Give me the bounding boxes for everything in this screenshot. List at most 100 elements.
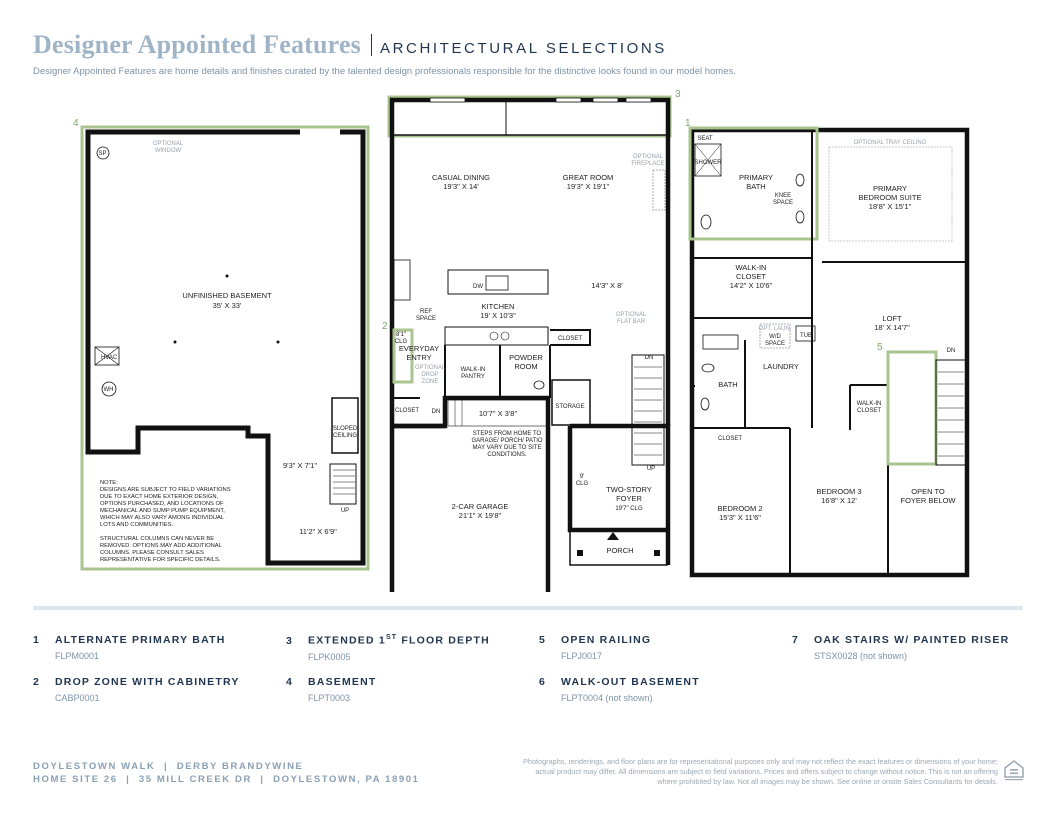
- section-divider: [33, 606, 1023, 610]
- svg-text:WHICH MAY ALSO VARY AMONG INDI: WHICH MAY ALSO VARY AMONG INDIVIDUAL: [100, 515, 225, 521]
- up-first: UP: [647, 466, 655, 472]
- callout-3: 3: [675, 89, 681, 100]
- steps-note-1: STEPS FROM HOME TO: [473, 431, 542, 437]
- optional-window-label-1: OPTIONAL: [153, 141, 184, 147]
- water-heater-label: WH: [104, 387, 114, 393]
- optional-flat-bar-1: OPTIONAL: [616, 312, 647, 318]
- storage-label: STORAGE: [555, 404, 584, 410]
- closet-first-a: CLOSET: [558, 336, 582, 342]
- option-3-code: FLPK0005: [308, 651, 351, 662]
- primary-bath-1: PRIMARY: [739, 173, 773, 182]
- opt-laundry-2: W/D: [769, 334, 781, 340]
- closet-second: CLOSET: [718, 436, 742, 442]
- dims-14: 14'3" X 8': [591, 281, 623, 290]
- basement-up-label: UP: [341, 508, 349, 514]
- option-7-code: STSX0028 (not shown): [814, 651, 908, 661]
- knee-space-1: KNEE: [775, 193, 791, 199]
- option-highlight-extended-depth: [387, 95, 672, 138]
- dn-second: DN: [947, 348, 956, 354]
- unfinished-basement-label: UNFINISHED BASEMENT: [182, 291, 272, 300]
- unfinished-basement-dims: 35' X 33': [213, 301, 242, 310]
- clg-9-2: CLG: [576, 481, 589, 487]
- great-room-label: GREAT ROOM: [563, 173, 614, 182]
- walk-in-closet-b-1: WALK-IN: [857, 401, 882, 407]
- bedroom3-label: BEDROOM 3: [816, 487, 861, 496]
- dn-first-a: DN: [432, 409, 441, 415]
- opt-laundry-1: OPT. LAUN.: [759, 326, 792, 332]
- opt-laundry-3: SPACE: [765, 341, 785, 347]
- powder-room-1: POWDER: [509, 353, 543, 362]
- optional-window-label-2: WINDOW: [155, 148, 182, 154]
- primary-suite-1: PRIMARY: [873, 184, 907, 193]
- option-4-code: FLPT0003: [308, 693, 351, 703]
- option-4-title: BASEMENT: [308, 676, 377, 688]
- svg-text:OPTIONS PURCHASED, AND LOCATIO: OPTIONS PURCHASED, AND LOCATIONS OF: [100, 501, 224, 507]
- svg-text:MECHANICAL AND SUMP PUMP EQUIP: MECHANICAL AND SUMP PUMP EQUIPMENT,: [100, 508, 225, 514]
- equal-housing-icon: [1004, 760, 1024, 781]
- option-highlight-basement: [80, 125, 370, 571]
- option-highlight-open-railing: [886, 350, 938, 466]
- seat-label: SEAT: [697, 136, 713, 142]
- knee-space-2: SPACE: [773, 200, 793, 206]
- option-7-title: OAK STAIRS W/ PAINTED RISER: [814, 634, 1010, 646]
- bedroom2-label: BEDROOM 2: [717, 504, 762, 513]
- everyday-entry-2: ENTRY: [406, 353, 431, 362]
- primary-suite-2: BEDROOM SUITE: [859, 193, 922, 202]
- foyer-dims: 19'7" CLG: [615, 506, 643, 512]
- walk-in-closet-2: CLOSET: [736, 272, 766, 281]
- walk-in-closet-b-2: CLOSET: [857, 408, 881, 414]
- casual-dining-label: CASUAL DINING: [432, 173, 490, 182]
- sloped-ceiling-1: SLOPED: [333, 426, 358, 432]
- sloped-ceiling-2: CEILING: [333, 433, 357, 439]
- footer-line-1: DOYLESTOWN WALK | DERBY BRANDYWINE: [33, 761, 304, 772]
- kitchen-label: KITCHEN: [482, 302, 515, 311]
- clg-81-2: CLG: [395, 339, 408, 345]
- optional-fireplace-1: OPTIONAL: [633, 154, 664, 160]
- basement-walls: [85, 129, 366, 566]
- loft-label: LOFT: [882, 314, 902, 323]
- sump-pump-label: SP: [99, 151, 107, 157]
- dishwasher-label: DW: [473, 284, 483, 290]
- great-room-dims: 19'3" X 19'1": [567, 182, 610, 191]
- walk-in-closet-dims: 14'2" X 10'6": [730, 281, 773, 290]
- footer-line-2: HOME SITE 26 | 35 MILL CREEK DR | DOYLES…: [33, 774, 420, 785]
- callout-5: 5: [877, 342, 883, 353]
- powder-room-2: ROOM: [514, 362, 537, 371]
- garage-label: 2-CAR GARAGE: [452, 502, 509, 511]
- primary-suite-dims: 18'8" X 15'1": [869, 202, 912, 211]
- ref-space-1: REF: [420, 309, 432, 315]
- svg-text:DESIGNS ARE SUBJECT TO FIELD V: DESIGNS ARE SUBJECT TO FIELD VARIATIONS: [100, 487, 231, 493]
- floor-plans: SP HVAC WH OPTIONAL WINDOW UNFINISHED BA…: [73, 89, 970, 592]
- optional-drop-zone-1: OPTIONAL: [415, 365, 446, 371]
- optional-flat-bar-2: FLAT BAR: [617, 319, 646, 325]
- callout-1: 1: [685, 118, 691, 129]
- bedroom2-dims: 15'3" X 11'6": [719, 513, 761, 522]
- intro-text: Designer Appointed Features are home det…: [33, 66, 736, 77]
- laundry-label: LAUNDRY: [763, 362, 799, 371]
- garage-dims: 21'1" X 19'8": [459, 511, 502, 520]
- callout-4: 4: [73, 118, 79, 129]
- loft-dims: 18' X 14'7": [874, 323, 910, 332]
- basement-note: NOTE: DESIGNS ARE SUBJECT TO FIELD VARIA…: [100, 480, 231, 563]
- page-title: Designer Appointed Features: [33, 30, 362, 59]
- clg-81-1: 8'1": [396, 332, 406, 338]
- basement-dims-b: 11'2" X 6'9": [299, 527, 337, 536]
- primary-bath-2: BATH: [746, 182, 765, 191]
- open-to-2: FOYER BELOW: [900, 496, 956, 505]
- steps-note-4: CONDITIONS.: [487, 452, 527, 458]
- hall-dims: 10'7" X 3'8": [479, 409, 518, 418]
- option-highlight-drop-zone: [392, 328, 414, 384]
- walk-in-pantry-1: WALK-IN: [461, 367, 486, 373]
- footer-disclaimer: Photographs, renderings, and floor plans…: [523, 757, 998, 786]
- basement-plan: SP HVAC WH OPTIONAL WINDOW UNFINISHED BA…: [73, 118, 370, 571]
- walk-in-pantry-2: PANTRY: [461, 374, 485, 380]
- walk-in-closet-1: WALK-IN: [736, 263, 767, 272]
- casual-dining-dims: 19'3" X 14': [443, 182, 479, 191]
